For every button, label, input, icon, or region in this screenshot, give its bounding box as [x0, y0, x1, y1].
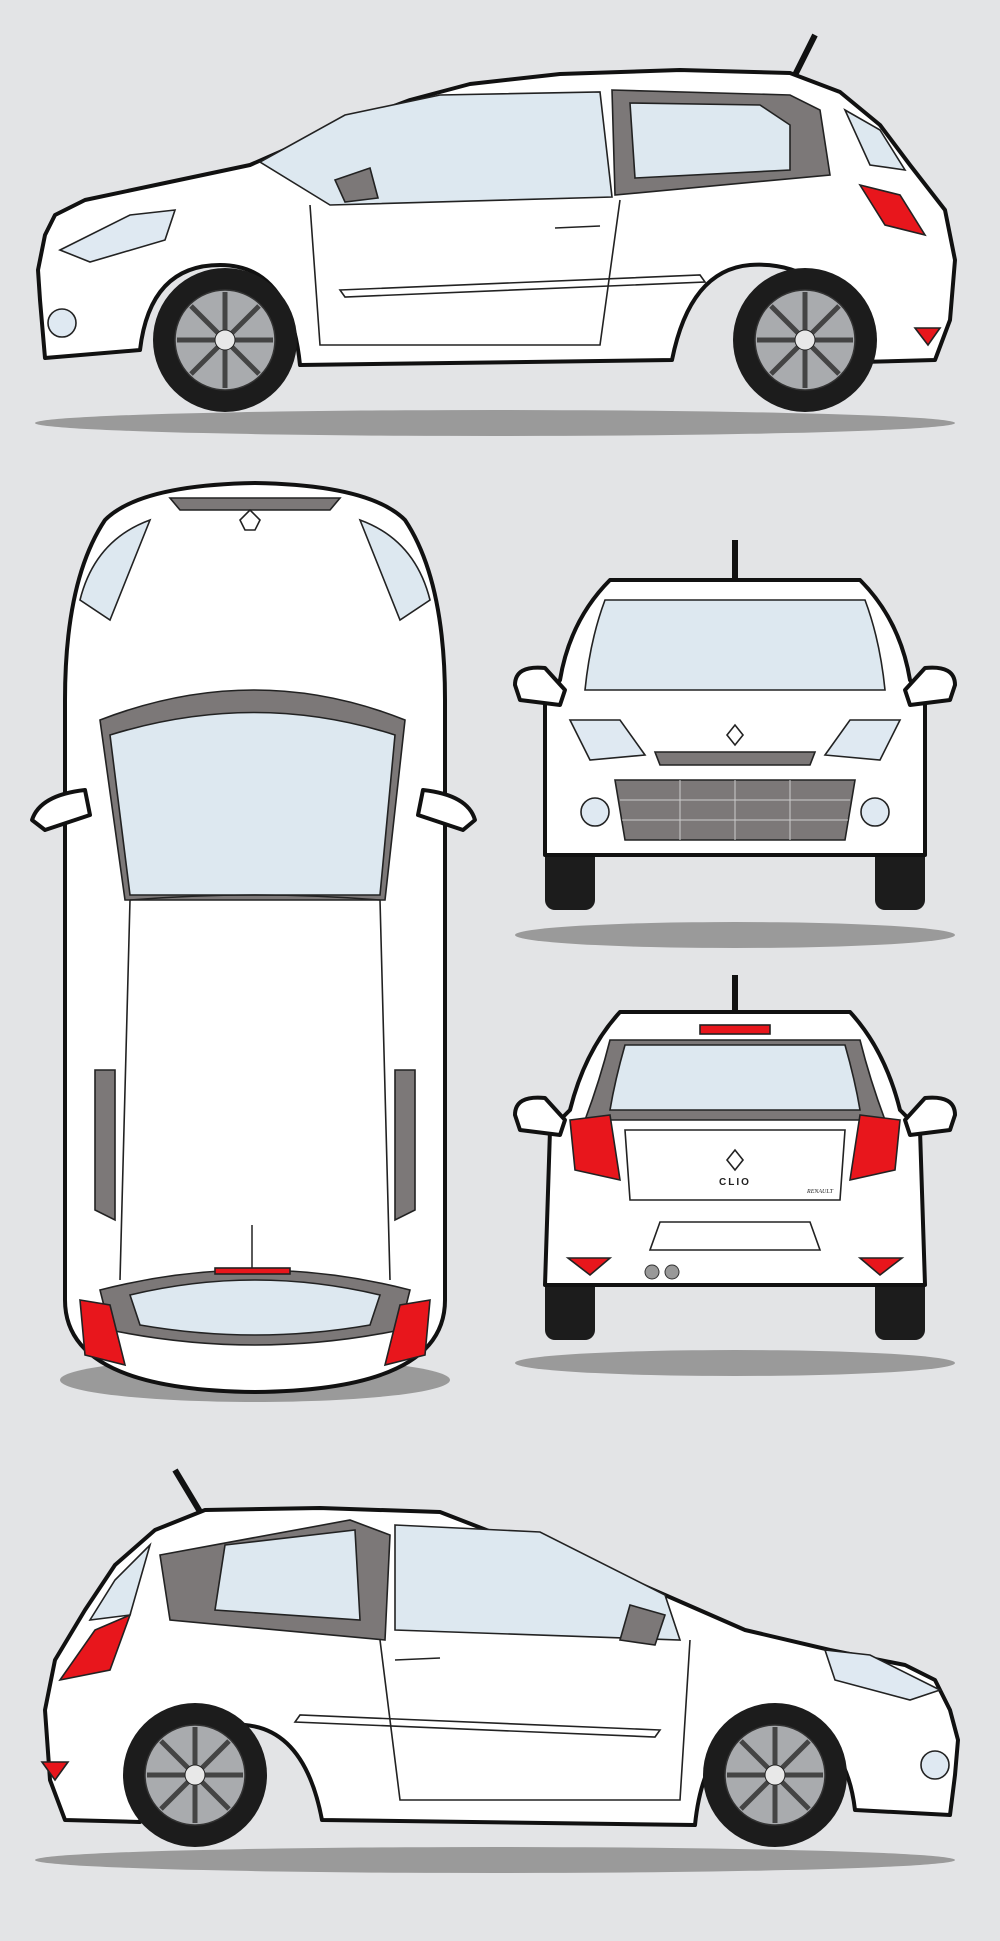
- upper-grille: [653, 751, 817, 766]
- left-mirror-front: [513, 665, 567, 707]
- side-trim-strip-right: [293, 1714, 662, 1738]
- right-rear-window-top: [394, 1069, 416, 1222]
- left-rear-reflector: [565, 1257, 613, 1277]
- door-outline-right: [379, 1639, 691, 1801]
- exhaust-right: [664, 1264, 680, 1280]
- rear-quarter-window: [629, 102, 791, 179]
- rear-window-side: [843, 108, 907, 172]
- right-headlamp-front: [823, 719, 902, 761]
- right-headlamp-top: [358, 518, 431, 622]
- brand-logo-top: [239, 508, 261, 531]
- right-mirror-top: [416, 788, 477, 832]
- top-view: [30, 481, 477, 1402]
- left-headlamp-top: [79, 518, 152, 622]
- right-tail-lamp-rear: [849, 1114, 901, 1182]
- rear-right-tyre: [875, 1270, 925, 1340]
- rear-view: CLIO RENAULT: [513, 975, 957, 1376]
- front-door-window-right: [394, 1524, 682, 1641]
- left-headlamp-front: [568, 719, 647, 761]
- door-handle-right: [394, 1657, 441, 1661]
- tail-lamp-side-right: [58, 1613, 132, 1682]
- windscreen-top: [109, 711, 396, 896]
- headlamp-side: [58, 209, 177, 263]
- rear-quarter-window-right: [214, 1529, 361, 1621]
- rear-view-shadow: [515, 1350, 955, 1376]
- rear-window-side-right: [88, 1542, 152, 1622]
- side-trim-strip: [338, 274, 707, 298]
- tail-lamp-side: [858, 183, 927, 237]
- left-mirror-rear: [513, 1095, 567, 1137]
- side-view-left-shadow: [35, 410, 955, 436]
- headlamp-side-right: [823, 1649, 943, 1701]
- right-mirror-rear: [903, 1095, 957, 1137]
- left-tail-lamp-rear: [569, 1114, 621, 1182]
- rear-wheel-right: [123, 1703, 267, 1847]
- rear-window: [609, 1044, 861, 1111]
- licence-plate-recess: [648, 1221, 822, 1251]
- brand-logo-front: [725, 723, 745, 747]
- roof-front-line: [129, 894, 381, 901]
- left-tail-lamp-top: [79, 1299, 127, 1367]
- right-tail-lamp-top: [383, 1299, 431, 1367]
- grille-top: [168, 497, 342, 511]
- roof-edges: [119, 899, 391, 1281]
- right-mirror-front: [903, 665, 957, 707]
- brand-script-badge: RENAULT: [806, 1189, 834, 1195]
- right-fog-lamp: [860, 797, 890, 827]
- front-right-tyre: [875, 840, 925, 910]
- fog-lamp-right: [920, 1750, 950, 1780]
- rear-reflector-right: [40, 1761, 70, 1782]
- tailgate-panel: [624, 1129, 846, 1201]
- front-view: [513, 540, 957, 948]
- front-wheel: [153, 268, 297, 412]
- brake-light-top: [214, 1267, 291, 1275]
- door-outline: [309, 199, 621, 346]
- side-view-right: [35, 1468, 960, 1873]
- left-fog-lamp: [580, 797, 610, 827]
- fog-lamp: [47, 308, 77, 338]
- lower-grille-mesh: [620, 780, 850, 840]
- exhaust-left: [644, 1264, 660, 1280]
- rear-left-tyre: [545, 1270, 595, 1340]
- front-wheel-right: [703, 1703, 847, 1847]
- side-view-right-shadow: [35, 1847, 955, 1873]
- rear-window-top: [128, 1279, 382, 1336]
- left-mirror-top: [30, 788, 92, 832]
- door-handle: [554, 225, 601, 229]
- right-rear-reflector: [857, 1257, 905, 1277]
- side-view-left: [35, 33, 957, 436]
- front-view-shadow: [515, 922, 955, 948]
- top-view-body: [63, 481, 447, 1394]
- mirror-side: [333, 166, 380, 203]
- rear-reflector: [913, 327, 942, 347]
- brand-logo-rear: [725, 1148, 745, 1172]
- front-door-window: [258, 91, 613, 206]
- front-left-tyre: [545, 840, 595, 910]
- model-badge: CLIO: [719, 1177, 751, 1188]
- mirror-side-right: [618, 1604, 667, 1646]
- rear-brake-light: [699, 1024, 771, 1035]
- left-rear-window-top: [94, 1069, 116, 1222]
- windscreen-front: [584, 599, 886, 691]
- rear-wheel: [733, 268, 877, 412]
